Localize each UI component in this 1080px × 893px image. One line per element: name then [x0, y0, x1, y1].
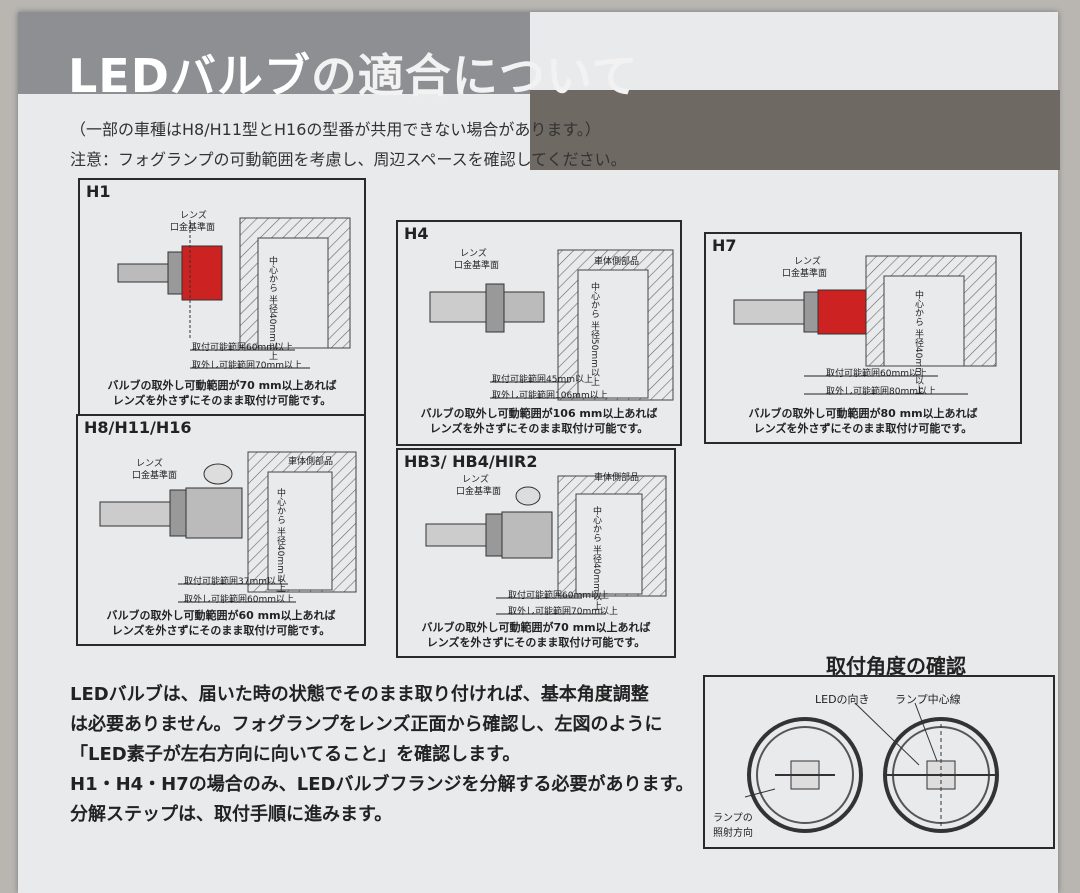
panel-h8-h11-h16: H8/H11/H16 レンズ 口金基準面 車体側部品 中心から 半径40mm以上…: [76, 414, 366, 646]
lens-label: レンズ: [794, 257, 821, 267]
panel-h7: H7 レンズ 口金基準面 中心から 半径40mm以上 取付可能範囲60mm以上 …: [704, 232, 1022, 444]
lens-label: レンズ: [180, 211, 207, 221]
h4-diagram: [429, 249, 674, 401]
hb3-diagram: [425, 475, 667, 615]
panel-label: H8/H11/H16: [84, 418, 192, 437]
body-part-label: 車体側部品: [594, 473, 640, 483]
hb3-range1: 取付可能範囲60mm以上: [508, 591, 609, 601]
body-part-label: 車体側部品: [288, 457, 334, 467]
angle-diagram: [744, 702, 999, 833]
panel-h4: H4 レンズ 口金基準面 車体側部品 中心から 半径50mm以上 取付可能範囲4…: [396, 220, 682, 446]
h1-range1: 取付可能範囲60mm以上: [192, 343, 293, 353]
h8-diagram: [99, 451, 357, 603]
base-ref-label: 口金基準面: [782, 269, 828, 279]
instruction-line: は必要ありません。フォグランプをレンズ正面から確認し、左図のように: [70, 714, 663, 735]
h7-range2: 取外し可能範囲80mm以上: [826, 387, 936, 397]
h4-range2: 取外し可能範囲106mm以上: [492, 391, 608, 401]
angle-check-title: 取付角度の確認: [826, 654, 966, 678]
body-part-label: 車体側部品: [594, 257, 640, 267]
lamp-center-label: ランプ中心線: [895, 693, 961, 706]
h8-range1: 取付可能範囲37mm以上: [184, 577, 285, 587]
radius-label: 中心から 半径40mm以上: [275, 488, 285, 592]
radius-label: 中心から 半径40mm以上: [267, 256, 277, 360]
instruction-line: LEDバルブは、届いた時の状態でそのまま取り付ければ、基本角度調整: [70, 684, 649, 705]
base-ref-label: 口金基準面: [132, 471, 178, 481]
h1-range2: 取外し可能範囲70mm以上: [192, 361, 302, 371]
h7-caption: バルブの取外し可動範囲が80 mm以上あればレンズを外さずにそのまま取付け可能で…: [748, 407, 978, 435]
h1-diagram: [117, 217, 351, 369]
h7-range1: 取付可能範囲60mm以上: [826, 369, 927, 379]
instruction-line: H1・H4・H7の場合のみ、LEDバルブフランジを分解する必要があります。: [70, 774, 694, 795]
base-ref-label: 口金基準面: [454, 261, 500, 271]
h7-diagram: [733, 255, 997, 395]
hb3-caption: バルブの取外し可動範囲が70 mm以上あればレンズを外さずにそのまま取付け可能で…: [421, 621, 651, 649]
h4-range1: 取付可能範囲45mm以上: [492, 375, 593, 385]
panel-label: H7: [712, 236, 737, 255]
panel-h1: H1 レンズ 口金基準面 中心から 半径40mm以上 取付可能範囲60mm以上 …: [78, 178, 366, 430]
hb3-range2: 取外し可能範囲70mm以上: [508, 607, 618, 617]
h8-range2: 取外し可能範囲60mm以上: [184, 595, 294, 605]
lens-label: レンズ: [460, 249, 487, 259]
radius-label: 中心から 半径50mm以上: [589, 282, 599, 386]
h8-caption: バルブの取外し可動範囲が60 mm以上あればレンズを外さずにそのまま取付け可能で…: [106, 609, 336, 637]
lens-label: レンズ: [462, 475, 489, 485]
radius-label: 中心から 半径40mm以上: [913, 290, 923, 394]
base-ref-label: 口金基準面: [170, 223, 216, 233]
panel-label: H4: [404, 224, 429, 243]
panel-label: HB3/ HB4/HIR2: [404, 452, 538, 471]
page-title: LEDバルブの適合について: [68, 49, 639, 103]
angle-check-panel: LEDの向き ランプ中心線 ランプの 照射方向: [703, 675, 1055, 849]
h1-caption: バルブの取外し可動範囲が70 mm以上あればレンズを外さずにそのまま取付け可能で…: [107, 379, 337, 407]
title-band-dark: [530, 90, 1060, 170]
lens-label: レンズ: [136, 459, 163, 469]
panel-label: H1: [86, 182, 111, 201]
instruction-line: 分解ステップは、取付手順に進みます。: [70, 804, 393, 825]
instructions-text: LEDバルブは、届いた時の状態でそのまま取り付ければ、基本角度調整 は必要ありま…: [70, 680, 694, 830]
led-direction-label: LEDの向き: [815, 693, 870, 706]
instruction-line: 「LED素子が左右方向に向いてること」を確認します。: [70, 744, 521, 765]
note-line-2: 注意：フォグランプの可動範囲を考慮し、周辺スペースを確認してください。: [70, 150, 627, 169]
lamp-direction-label: ランプの 照射方向: [713, 813, 753, 839]
base-ref-label: 口金基準面: [456, 487, 502, 497]
radius-label: 中心から 半径40mm以上: [591, 506, 601, 610]
note-line-1: （一部の車種はH8/H11型とH16の型番が共用できない場合があります。）: [70, 120, 601, 139]
h4-caption: バルブの取外し可動範囲が106 mm以上あればレンズを外さずにそのまま取付け可能…: [420, 407, 658, 435]
title-band: [18, 12, 530, 94]
panel-hb3-hb4-hir2: HB3/ HB4/HIR2 レンズ 口金基準面 車体側部品 中心から 半径40m…: [396, 448, 676, 658]
